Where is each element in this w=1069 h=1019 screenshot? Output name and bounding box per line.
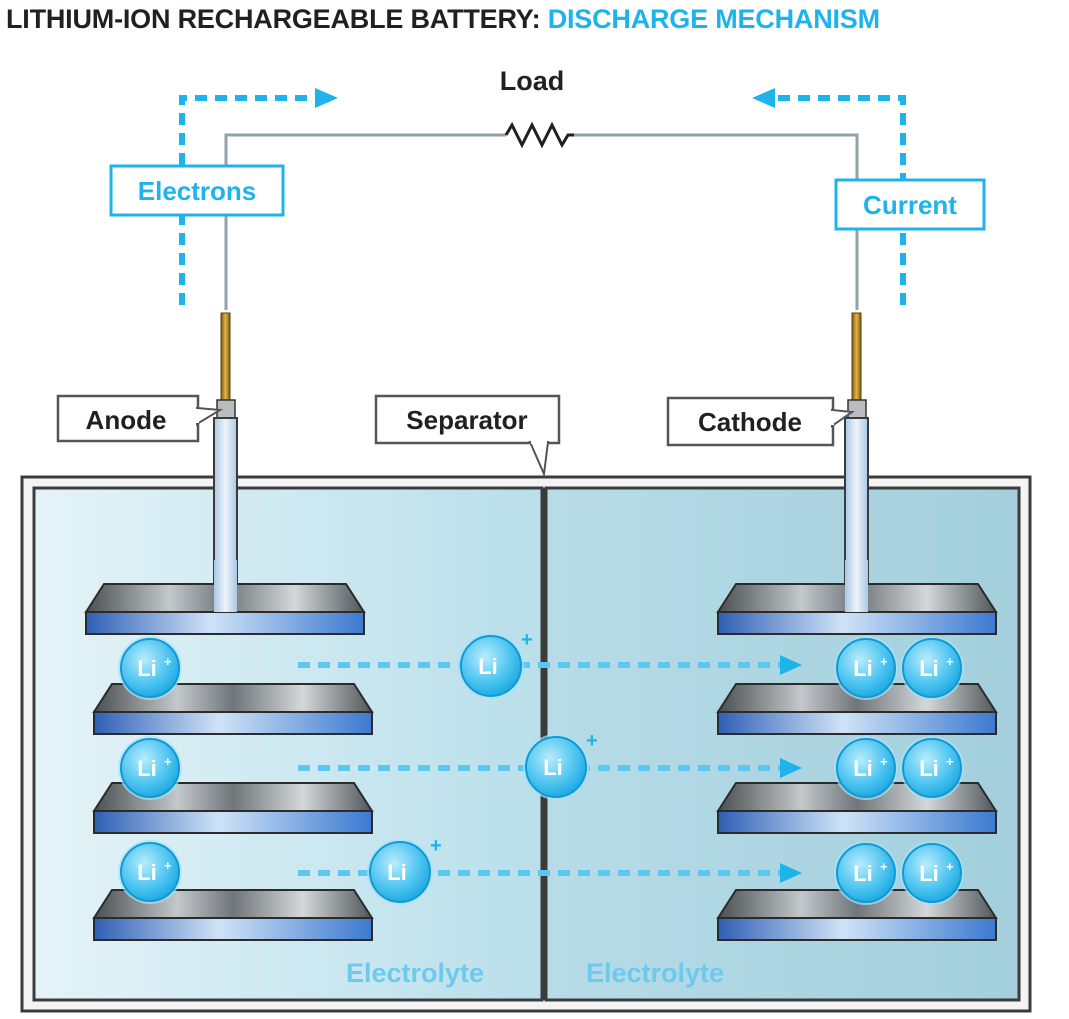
arrow-right-icon [780, 758, 802, 778]
arrow-right-icon [315, 88, 338, 108]
arrow-right-icon [780, 863, 802, 883]
lithium-ion: Li + [118, 636, 182, 700]
lithium-ion: Li + [118, 840, 182, 904]
ion-charge: + [880, 754, 888, 769]
lithium-ion: Li + [834, 636, 898, 700]
ion-symbol: Li [137, 756, 157, 781]
cathode-label: Cathode [698, 407, 802, 437]
lithium-ion: Li + [367, 835, 442, 905]
ion-symbol: Li [137, 656, 157, 681]
ion-charge: + [946, 859, 954, 874]
load-label: Load [500, 66, 565, 96]
anode-label: Anode [86, 405, 167, 435]
ion-charge: + [946, 654, 954, 669]
separator-callout: Separator [374, 394, 561, 478]
ion-charge: + [880, 859, 888, 874]
external-circuit [224, 121, 859, 310]
lithium-ion: Li + [900, 736, 964, 800]
ion-symbol: Li [853, 756, 873, 781]
ion-symbol: Li [919, 756, 939, 781]
ion-charge: + [880, 654, 888, 669]
cathode-plate [716, 889, 998, 941]
wire-left [224, 133, 506, 310]
ion-symbol: Li [853, 861, 873, 886]
ion-symbol: Li [387, 860, 407, 885]
wire-right [574, 133, 859, 310]
lithium-ion: Li + [523, 730, 598, 800]
ion-symbol: Li [853, 656, 873, 681]
ion-charge: + [586, 730, 598, 752]
anode-callout: Anode [56, 394, 224, 443]
ion-symbol: Li [478, 654, 498, 679]
ion-charge: + [430, 835, 442, 857]
current-label: Current [863, 190, 957, 220]
title-main: LITHIUM-ION RECHARGEABLE BATTERY: [6, 4, 541, 34]
ion-symbol: Li [919, 656, 939, 681]
lithium-ion: Li + [834, 841, 898, 905]
ion-symbol: Li [137, 860, 157, 885]
electrons-callout: Electrons [109, 164, 285, 217]
ion-symbol: Li [919, 861, 939, 886]
lithium-ion: Li + [834, 736, 898, 800]
resistor-icon [504, 121, 574, 149]
title-highlight: DISCHARGE MECHANISM [547, 4, 880, 34]
ion-charge: + [164, 654, 172, 669]
ion-charge: + [946, 754, 954, 769]
electron-flow-arrow [179, 88, 338, 305]
separator-label: Separator [406, 405, 527, 435]
arrow-right-icon [780, 655, 802, 675]
lithium-ion: Li + [900, 841, 964, 905]
ion-charge: + [164, 858, 172, 873]
lithium-ion: Li + [118, 736, 182, 800]
lithium-ions: Li + Li + Li + Li + Li + Li + Li + Li + Li + Li + Li + Li + [118, 629, 964, 905]
diagram-title: LITHIUM-ION RECHARGEABLE BATTERY: DISCHA… [6, 4, 880, 35]
electrons-label: Electrons [138, 176, 257, 206]
lithium-ion: Li + [458, 629, 533, 699]
lithium-ion: Li + [900, 636, 964, 700]
ion-symbol: Li [543, 755, 563, 780]
cathode-callout: Cathode [666, 396, 855, 447]
current-callout: Current [834, 178, 986, 231]
ion-charge: + [164, 754, 172, 769]
electrolyte-label-left: Electrolyte [346, 958, 484, 988]
current-flow-arrow [752, 88, 906, 305]
electrolyte-label-right: Electrolyte [586, 958, 724, 988]
arrow-left-icon [752, 88, 775, 108]
ion-charge: + [521, 629, 533, 651]
